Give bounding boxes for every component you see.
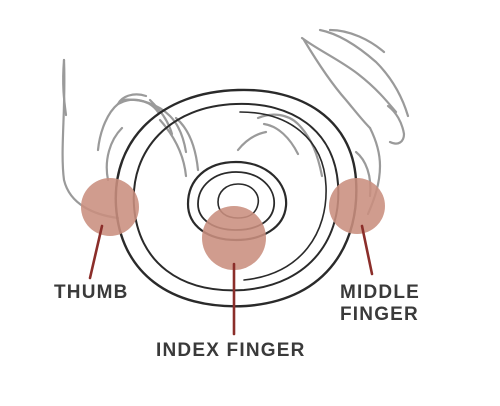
middle-finger-label: MIDDLE FINGER [340, 282, 420, 326]
middle-finger-contact-point [329, 178, 385, 234]
thumb-label: THUMB [54, 282, 129, 303]
middle-finger-label-line1: MIDDLE [340, 282, 421, 303]
thumb-contact-point [81, 178, 139, 236]
middle-finger-label-line2: FINGER [340, 304, 419, 325]
menstrual-cup-base-icon [114, 88, 358, 308]
index-finger-label: INDEX FINGER [156, 340, 306, 361]
middle-finger-leader-line [360, 224, 374, 276]
index-finger-contact-point [202, 206, 266, 270]
thumb-leader-line [88, 224, 104, 280]
